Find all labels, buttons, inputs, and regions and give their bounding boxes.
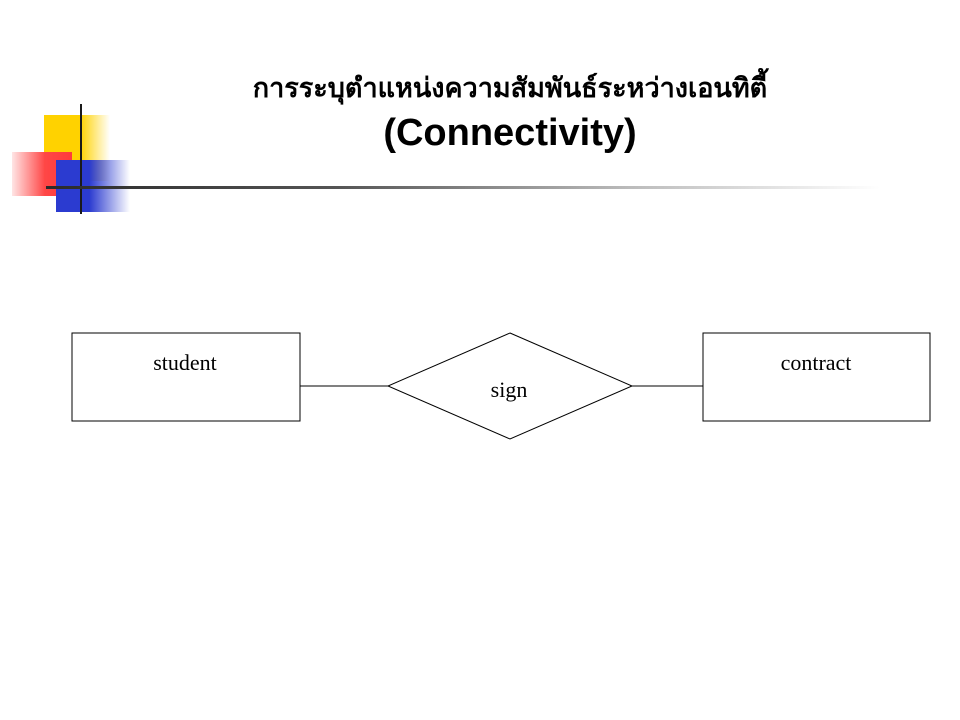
entity-contract[interactable]: contract: [702, 332, 931, 422]
entity-student-label: student: [153, 350, 217, 375]
relationship-sign-label: sign: [491, 377, 528, 402]
entity-contract-label: contract: [781, 350, 852, 375]
vertical-rule: [80, 104, 82, 214]
slide-title-thai: การระบุตำแหน่งความสัมพันธ์ระหว่างเอนทิตี…: [252, 73, 768, 104]
entity-contract-box: [702, 332, 931, 422]
entity-student[interactable]: student: [71, 332, 301, 422]
relationship-sign-diamond: [386, 332, 634, 440]
title-underline: [46, 186, 880, 189]
relationship-sign[interactable]: sign: [386, 332, 634, 440]
entity-student-box: [71, 332, 301, 422]
slide-title-english: (Connectivity): [383, 112, 637, 154]
